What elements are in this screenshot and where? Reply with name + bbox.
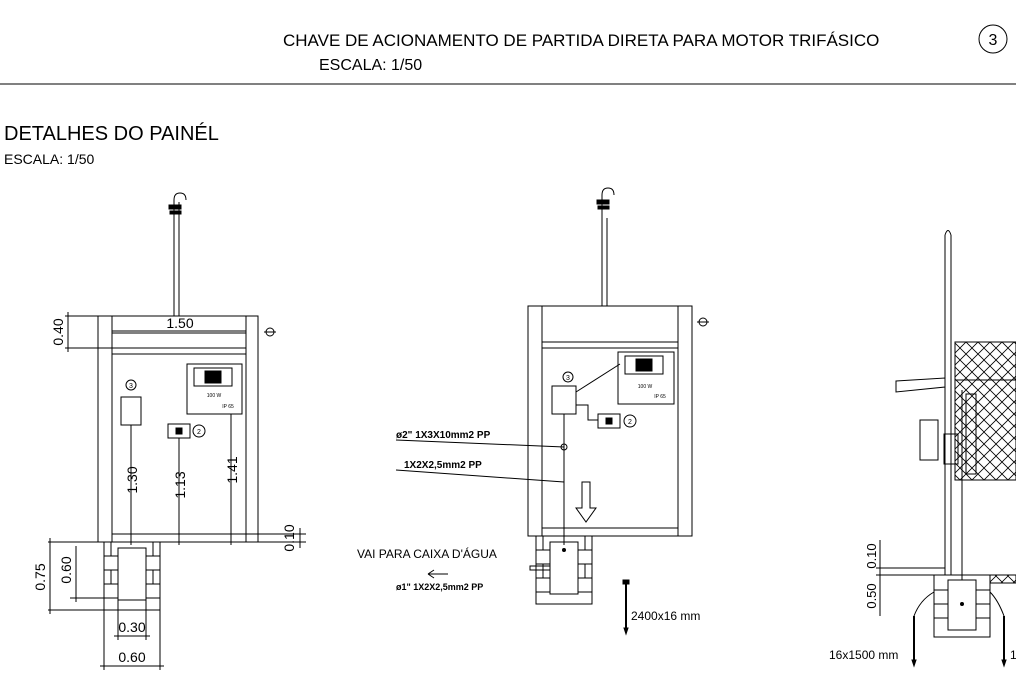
side-label-rod: 16x1500 mm [829, 648, 898, 662]
side-view: 0.10 0.50 16x1500 mm 1 [829, 230, 1016, 668]
dim-h2: 1.13 [172, 471, 188, 498]
label-destination: VAI PARA CAIXA D'ÁGUA [357, 546, 497, 561]
dim-base-inner: 0.60 [58, 556, 74, 583]
dim-h3: 1.41 [224, 456, 240, 483]
label-pipe: ø1" 1X2X2,5mm2 PP [396, 582, 483, 592]
dim-side: 0.10 [281, 524, 297, 551]
dim-base-outer: 0.75 [32, 563, 48, 590]
dim-box-outer: 0.60 [118, 649, 145, 665]
detail-number-circle [978, 24, 1008, 54]
dim-box-inner: 0.30 [118, 619, 145, 635]
section-scale: ESCALA: 1/50 [4, 151, 94, 167]
center-light-ip: IP 65 [654, 394, 666, 400]
label-rod: 2400x16 mm [631, 609, 700, 623]
drawing-title: CHAVE DE ACIONAMENTO DE PARTIDA DIRETA P… [283, 31, 879, 50]
callout-switch: 3 [129, 383, 133, 390]
label-cable-2: 1X2X2,5mm2 PP [404, 460, 482, 471]
dim-top: 0.40 [50, 318, 66, 345]
drawing-scale: ESCALA: 1/50 [319, 57, 422, 74]
callout-outlet: 2 [197, 429, 201, 436]
side-dim-top: 0.10 [864, 543, 879, 568]
light-power: 100 W [207, 393, 222, 399]
detail-number: 3 [989, 32, 998, 49]
center-callout-outlet: 2 [628, 419, 632, 426]
light-ip: IP 65 [222, 404, 234, 410]
center-callout-switch: 3 [566, 375, 570, 382]
dim-width: 1.50 [166, 315, 193, 331]
wiring-view: 100 W IP 65 3 2 ø2" 1X3X10mm2 PP 1X2X2,5… [357, 187, 709, 636]
front-view: 1.50 100 W IP 65 3 2 1.30 1.13 1.41 0.40 [32, 192, 306, 670]
label-cable-1: ø2" 1X3X10mm2 PP [396, 430, 491, 441]
section-title: DETALHES DO PAINÉL [4, 122, 219, 145]
side-dim-bottom: 0.50 [864, 583, 879, 608]
side-label-rod-cut: 1 [1010, 648, 1016, 662]
center-light-power: 100 W [638, 384, 653, 390]
dim-h1: 1.30 [124, 466, 140, 493]
